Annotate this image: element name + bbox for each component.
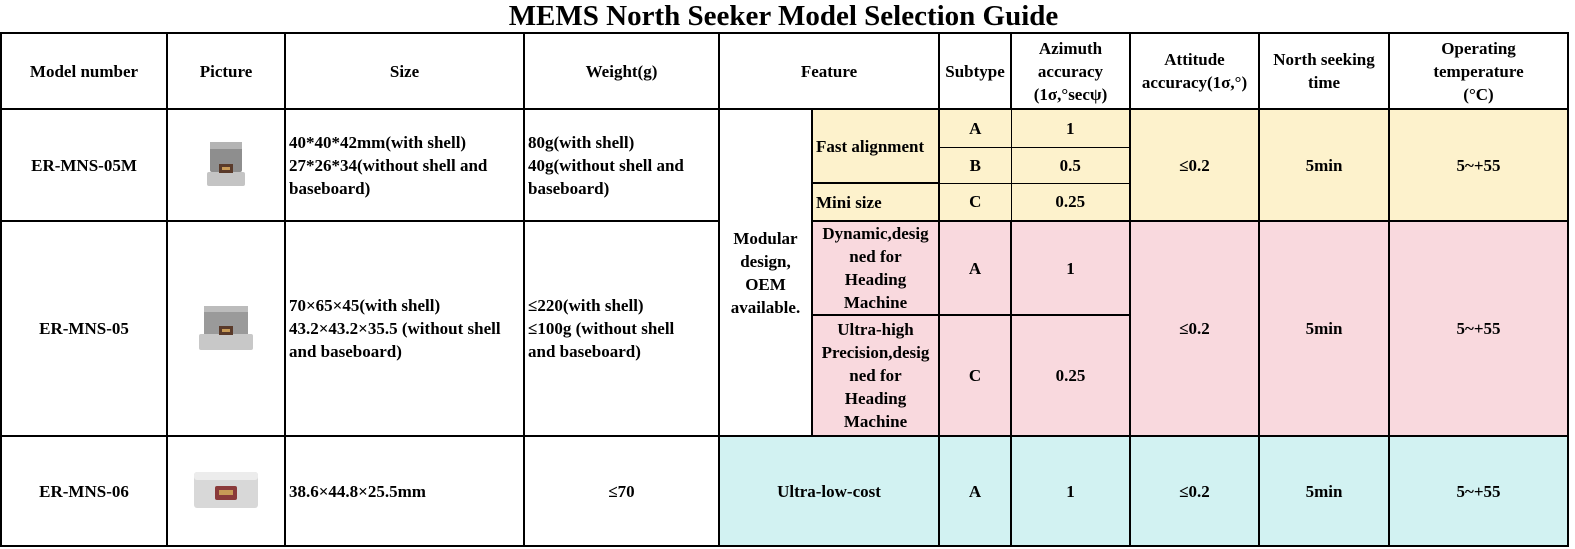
subtype-cell: A <box>938 108 1012 148</box>
temp-er-mns-05m: 5~+55 <box>1388 108 1569 222</box>
attitude-er-mns-05m: ≤0.2 <box>1129 108 1260 222</box>
model-er-mns-05m: ER-MNS-05M <box>0 108 168 222</box>
feature-fast-alignment: Fast alignment <box>811 108 940 184</box>
page-title: MEMS North Seeker Model Selection Guide <box>508 0 1059 32</box>
header-row: Model number Picture Size Weight(g) Feat… <box>0 32 1569 110</box>
feature-ultra-low-cost: Ultra-low-cost <box>718 435 940 547</box>
subtype-cell: B <box>938 146 1012 184</box>
model-selection-table: Model number Picture Size Weight(g) Feat… <box>0 32 1569 547</box>
azimuth-cell: 0.25 <box>1010 314 1131 437</box>
azimuth-cell: 1 <box>1010 435 1131 547</box>
subtype-cell: C <box>938 182 1012 222</box>
azimuth-cell: 1 <box>1010 108 1131 148</box>
header-picture: Picture <box>166 32 286 110</box>
picture-cell <box>166 108 286 222</box>
attitude-er-mns-06: ≤0.2 <box>1129 435 1260 547</box>
temp-er-mns-05: 5~+55 <box>1388 220 1569 437</box>
subtype-cell: A <box>938 220 1012 316</box>
table-row: ER-MNS-05M 40*40*42mm(with shell)27*26*3… <box>0 108 1569 437</box>
picture-cell <box>166 435 286 547</box>
header-feature: Feature <box>718 32 940 110</box>
north-seeker-05-photo-icon <box>199 305 253 350</box>
header-weight: Weight(g) <box>523 32 720 110</box>
north-seeker-05m-photo-icon <box>207 142 245 186</box>
size-er-mns-05: 70×65×45(with shell)43.2×43.2×35.5 (with… <box>284 220 525 437</box>
subtype-cell: C <box>938 314 1012 437</box>
weight-er-mns-06: ≤70 <box>523 435 720 547</box>
feature-mini-size: Mini size <box>811 182 940 222</box>
azimuth-cell: 0.25 <box>1010 182 1131 222</box>
model-er-mns-06: ER-MNS-06 <box>0 435 168 547</box>
size-er-mns-06: 38.6×44.8×25.5mm <box>284 435 525 547</box>
north-seeker-06-photo-icon <box>194 472 258 508</box>
azimuth-cell: 0.5 <box>1010 146 1131 184</box>
time-er-mns-05: 5min <box>1258 220 1390 437</box>
attitude-er-mns-05: ≤0.2 <box>1129 220 1260 437</box>
table-row: ER-MNS-06 38.6×44.8×25.5mm ≤70 Ultra-low… <box>0 435 1569 547</box>
table-row: Mini size C 0.25 <box>1 182 1568 222</box>
temp-er-mns-06: 5~+55 <box>1388 435 1569 547</box>
azimuth-cell: 1 <box>1010 220 1131 316</box>
header-subtype: Subtype <box>938 32 1012 110</box>
picture-cell <box>166 220 286 437</box>
subtype-cell: A <box>938 435 1012 547</box>
time-er-mns-06: 5min <box>1258 435 1390 547</box>
model-er-mns-05: ER-MNS-05 <box>0 220 168 437</box>
header-model-number: Model number <box>0 32 168 110</box>
size-er-mns-05m: 40*40*42mm(with shell)27*26*34(without s… <box>284 108 525 222</box>
time-er-mns-05m: 5min <box>1258 108 1390 222</box>
table-row: ER-MNS-05 70×65×45(with shell)43.2×43.2×… <box>0 220 1569 437</box>
header-size: Size <box>284 32 525 110</box>
